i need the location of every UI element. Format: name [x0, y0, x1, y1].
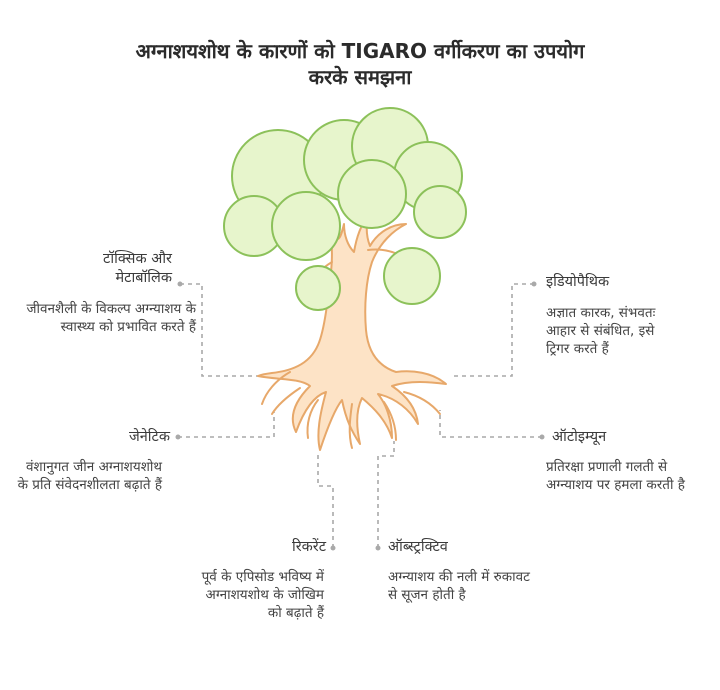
label-autoimmune: ऑटोइम्यून [552, 429, 607, 445]
connector-autoimmune [439, 410, 542, 438]
label-genetic: जेनेटिक [128, 429, 170, 445]
connector-dot-idiopathic [531, 281, 537, 287]
desc-idiopathic: अज्ञात कारक, संभवतः आहार से संबंधित, इसे… [546, 305, 656, 357]
desc-genetic: वंशानुगत जीन अग्नाशयशोथ के प्रति संवेदनश… [17, 459, 162, 493]
label-recurrent: रिकरेंट [291, 539, 326, 555]
tree-foliage [223, 107, 467, 311]
connector-toxic [180, 283, 262, 377]
title-line-1: अग्नाशयशोथ के कारणों को TIGARO वर्गीकरण … [135, 39, 585, 63]
root-details [261, 371, 441, 449]
label-obstructive: ऑब्स्ट्रक्टिव [388, 539, 448, 555]
connector-dot-recurrent [330, 545, 336, 551]
connector-genetic [178, 412, 275, 438]
connector-idiopathic [452, 283, 534, 377]
connector-dot-autoimmune [539, 434, 545, 440]
desc-autoimmune: प्रतिरक्षा प्रणाली गलती से अग्न्याशय पर … [546, 459, 685, 493]
desc-toxic-metabolic: जीवनशैली के विकल्प अग्न्याशय के स्वास्थ्… [26, 301, 197, 335]
label-idiopathic: इडियोपैथिक [546, 274, 610, 290]
tree-trunk [257, 215, 447, 451]
connectors [178, 283, 542, 548]
connector-dot-obstructive [375, 545, 381, 551]
desc-obstructive: अग्न्याशय की नली में रुकावट से सूजन होती… [388, 569, 530, 603]
title-line-2: करके समझना [308, 65, 412, 89]
connector-dot-toxic [177, 281, 183, 287]
connector-recurrent [317, 455, 334, 548]
desc-recurrent: पूर्व के एपिसोड भविष्य में अग्नाशयशोथ के… [201, 569, 324, 621]
connector-dot-genetic [175, 434, 181, 440]
page-title: अग्नाशयशोथ के कारणों को TIGARO वर्गीकरण … [60, 38, 660, 90]
label-toxic-metabolic: टॉक्सिक और मेटाबॉलिक [103, 251, 172, 286]
connector-obstructive [377, 441, 395, 548]
